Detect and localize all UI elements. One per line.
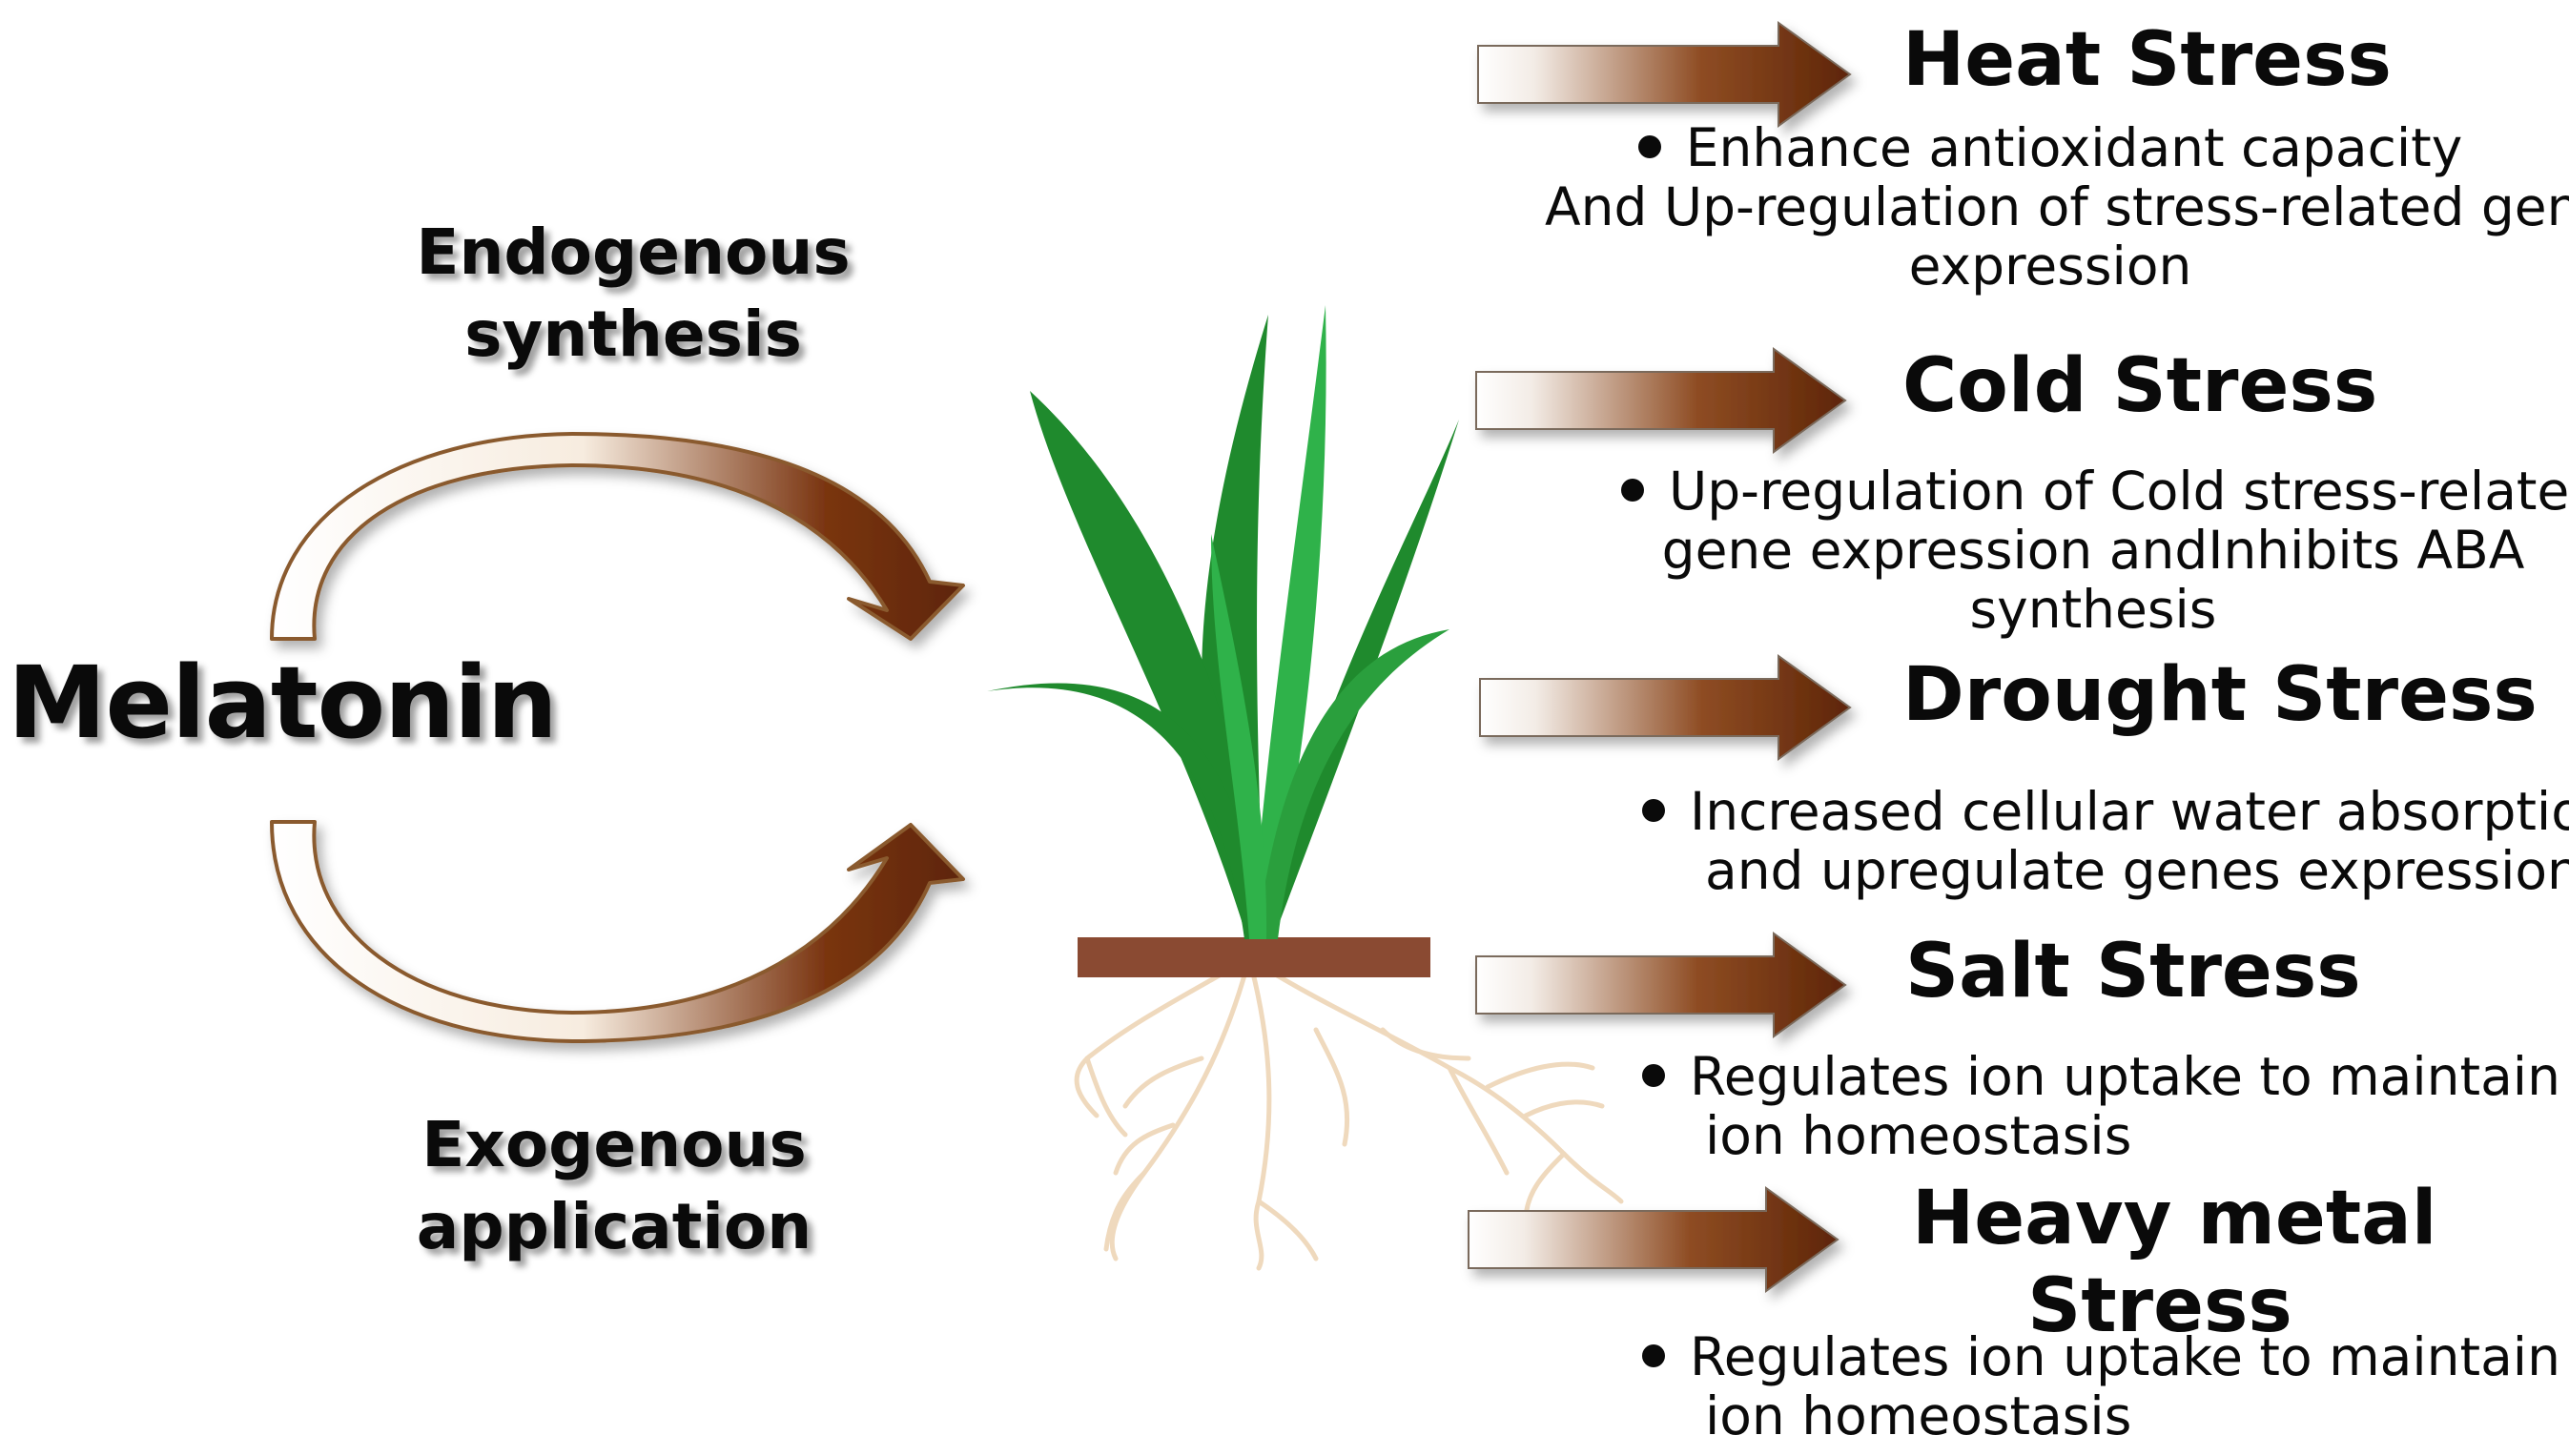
heavy-metal-stress-effect: Regulates ion uptake to maintain ion hom… [1642,1327,2560,1446]
endogenous-line1: Endogenous [416,215,851,289]
exogenous-line2: application [416,1189,812,1263]
heat-effect-line3: expression [1908,236,2192,297]
arrow-cold [1475,347,1847,454]
drought-stress-effect: Increased cellular water absorption and … [1642,782,2569,900]
heavy-metal-title-line2: Stress [2027,1263,2292,1350]
exogenous-curved-arrow [270,820,965,1043]
cold-effect-line2: gene expression andInhibits ABA [1661,520,2525,582]
cold-stress-title: Cold Stress [1902,343,2378,429]
salt-stress-title: Salt Stress [1905,929,2361,1015]
heavy-metal-stress-title: Heavy metal Stress [1912,1175,2437,1350]
bullet-icon [1621,479,1644,502]
cold-effect-line3: synthesis [1969,579,2217,641]
arrow-drought [1479,654,1852,761]
heat-effect-line1: Enhance antioxidant capacity [1545,118,2556,177]
heavy-metal-effect-line2: ion homeostasis [1705,1385,2132,1447]
heat-effect-line2: And Up-regulation of stress-related gene [1545,176,2569,238]
soil-bar [1078,937,1430,977]
salt-stress-effect: Regulates ion uptake to maintain ion hom… [1642,1047,2560,1165]
plant-leaves [987,305,1459,939]
heat-stress-effect: Enhance antioxidant capacity And Up-regu… [1545,118,2569,297]
bullet-icon [1642,1064,1665,1087]
bullet-icon [1642,1344,1665,1367]
cold-stress-effect: Up-regulation of Cold stress-related gen… [1621,461,2569,641]
drought-effect-line1: Increased cellular water absorption [1642,782,2569,841]
bullet-icon [1642,799,1665,822]
bullet-icon [1637,135,1661,158]
endogenous-synthesis-label: Endogenous synthesis [366,212,900,376]
cold-effect-line1: Up-regulation of Cold stress-related [1621,461,2569,521]
heavy-metal-effect-line1: Regulates ion uptake to maintain [1642,1327,2560,1386]
melatonin-label: Melatonin [8,645,558,761]
exogenous-application-label: Exogenous application [347,1104,881,1268]
arrow-heavy-metal [1468,1186,1839,1293]
arrow-heat [1477,21,1852,128]
salt-effect-line1: Regulates ion uptake to maintain [1642,1047,2560,1106]
exogenous-line1: Exogenous [421,1108,807,1181]
salt-effect-line2: ion homeostasis [1705,1105,2132,1167]
heat-stress-title: Heat Stress [1902,17,2392,103]
drought-stress-title: Drought Stress [1902,652,2538,738]
endogenous-line2: synthesis [464,297,802,371]
drought-effect-line2: and upregulate genes expression [1705,840,2569,902]
endogenous-curved-arrow [270,432,965,641]
heavy-metal-title-line1: Heavy metal [1912,1176,2437,1261]
stress-arrows [1468,21,1852,1293]
arrow-salt [1475,932,1847,1038]
plant-roots [1074,955,1624,1271]
